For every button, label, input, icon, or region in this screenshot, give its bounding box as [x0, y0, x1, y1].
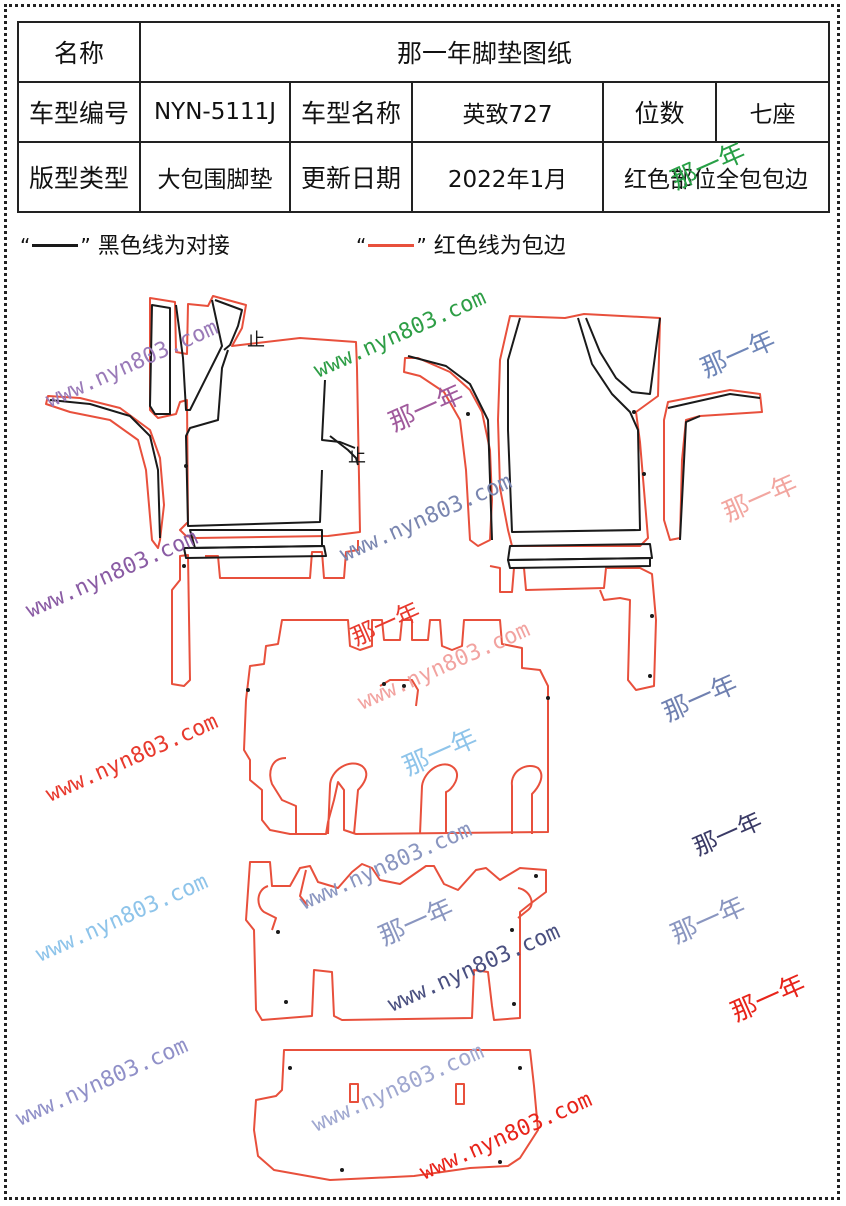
brand-watermark: 那一年 [385, 379, 468, 438]
black-line-swatch [32, 243, 79, 247]
url-watermark: www.nyn803.com [42, 709, 222, 807]
brand-watermark: 那一年 [375, 893, 458, 952]
front-right-side-piece [403, 355, 493, 547]
document-title: 那一年脚垫图纸 [138, 21, 831, 83]
url-watermark: www.nyn803.com [22, 525, 202, 623]
edge-coverage-note: 红色部位全包包边 [601, 141, 831, 213]
front-right-tunnel-piece [663, 389, 763, 541]
pattern-type-value: 大包围脚垫 [139, 141, 291, 213]
third-row-mat [245, 861, 547, 1021]
alignment-dots [182, 410, 654, 1172]
legend-black-text: 黑色线为对接 [97, 234, 230, 259]
brand-watermark: 那一年 [667, 891, 750, 950]
url-watermark: www.nyn803.com [308, 1039, 488, 1137]
brand-watermark: 那一年 [689, 807, 766, 862]
legend-red-line: “” 红色线为包边 [356, 234, 566, 259]
brand-watermark: 那一年 [347, 597, 424, 652]
brand-watermark: 那一年 [659, 669, 742, 728]
trunk-mat [253, 1049, 539, 1181]
brand-watermark: 那一年 [667, 137, 750, 196]
url-watermark: www.nyn803.com [310, 285, 490, 383]
join-mark: 止 [247, 330, 265, 351]
watermark-layer: www.nyn803.com www.nyn803.com www.nyn803… [12, 137, 810, 1185]
pattern-type-label: 版型类型 [17, 141, 141, 213]
name-label: 名称 [17, 21, 141, 83]
legend-black-line: “” 黑色线为对接 [20, 234, 230, 259]
brand-watermark: 那一年 [719, 469, 802, 528]
seats-value: 七座 [714, 81, 831, 143]
front-left-lower-flap [171, 540, 359, 687]
line-legend: “” 黑色线为对接 “” 红色线为包边 [20, 228, 780, 260]
brand-watermark: 那一年 [697, 325, 780, 384]
spec-table: 名称 那一年脚垫图纸 车型编号 NYN-5111J 车型名称 英致727 位数 … [17, 21, 831, 213]
model-name-label: 车型名称 [289, 81, 413, 143]
dotted-page-border [4, 4, 840, 1200]
update-date-label: 更新日期 [289, 141, 413, 213]
url-watermark: www.nyn803.com [416, 1087, 596, 1185]
url-watermark: www.nyn803.com [32, 869, 212, 967]
front-right-mat [497, 313, 661, 561]
red-line-swatch [368, 243, 415, 247]
model-code-value: NYN-5111J [139, 81, 291, 143]
url-watermark: www.nyn803.com [12, 1033, 192, 1131]
model-code-label: 车型编号 [17, 81, 141, 143]
brand-watermark: 那一年 [727, 969, 810, 1028]
front-right-lower-flap [489, 557, 657, 691]
front-left-side-piece [45, 395, 165, 549]
update-date-value: 2022年1月 [411, 141, 604, 213]
seats-label: 位数 [602, 81, 717, 143]
join-mark: 止 [348, 446, 366, 467]
brand-watermark: 那一年 [399, 723, 482, 782]
model-name-value: 英致727 [411, 81, 604, 143]
second-row-mat [243, 619, 549, 835]
legend-red-text: 红色线为包边 [433, 234, 566, 259]
url-watermark: www.nyn803.com [336, 469, 516, 567]
